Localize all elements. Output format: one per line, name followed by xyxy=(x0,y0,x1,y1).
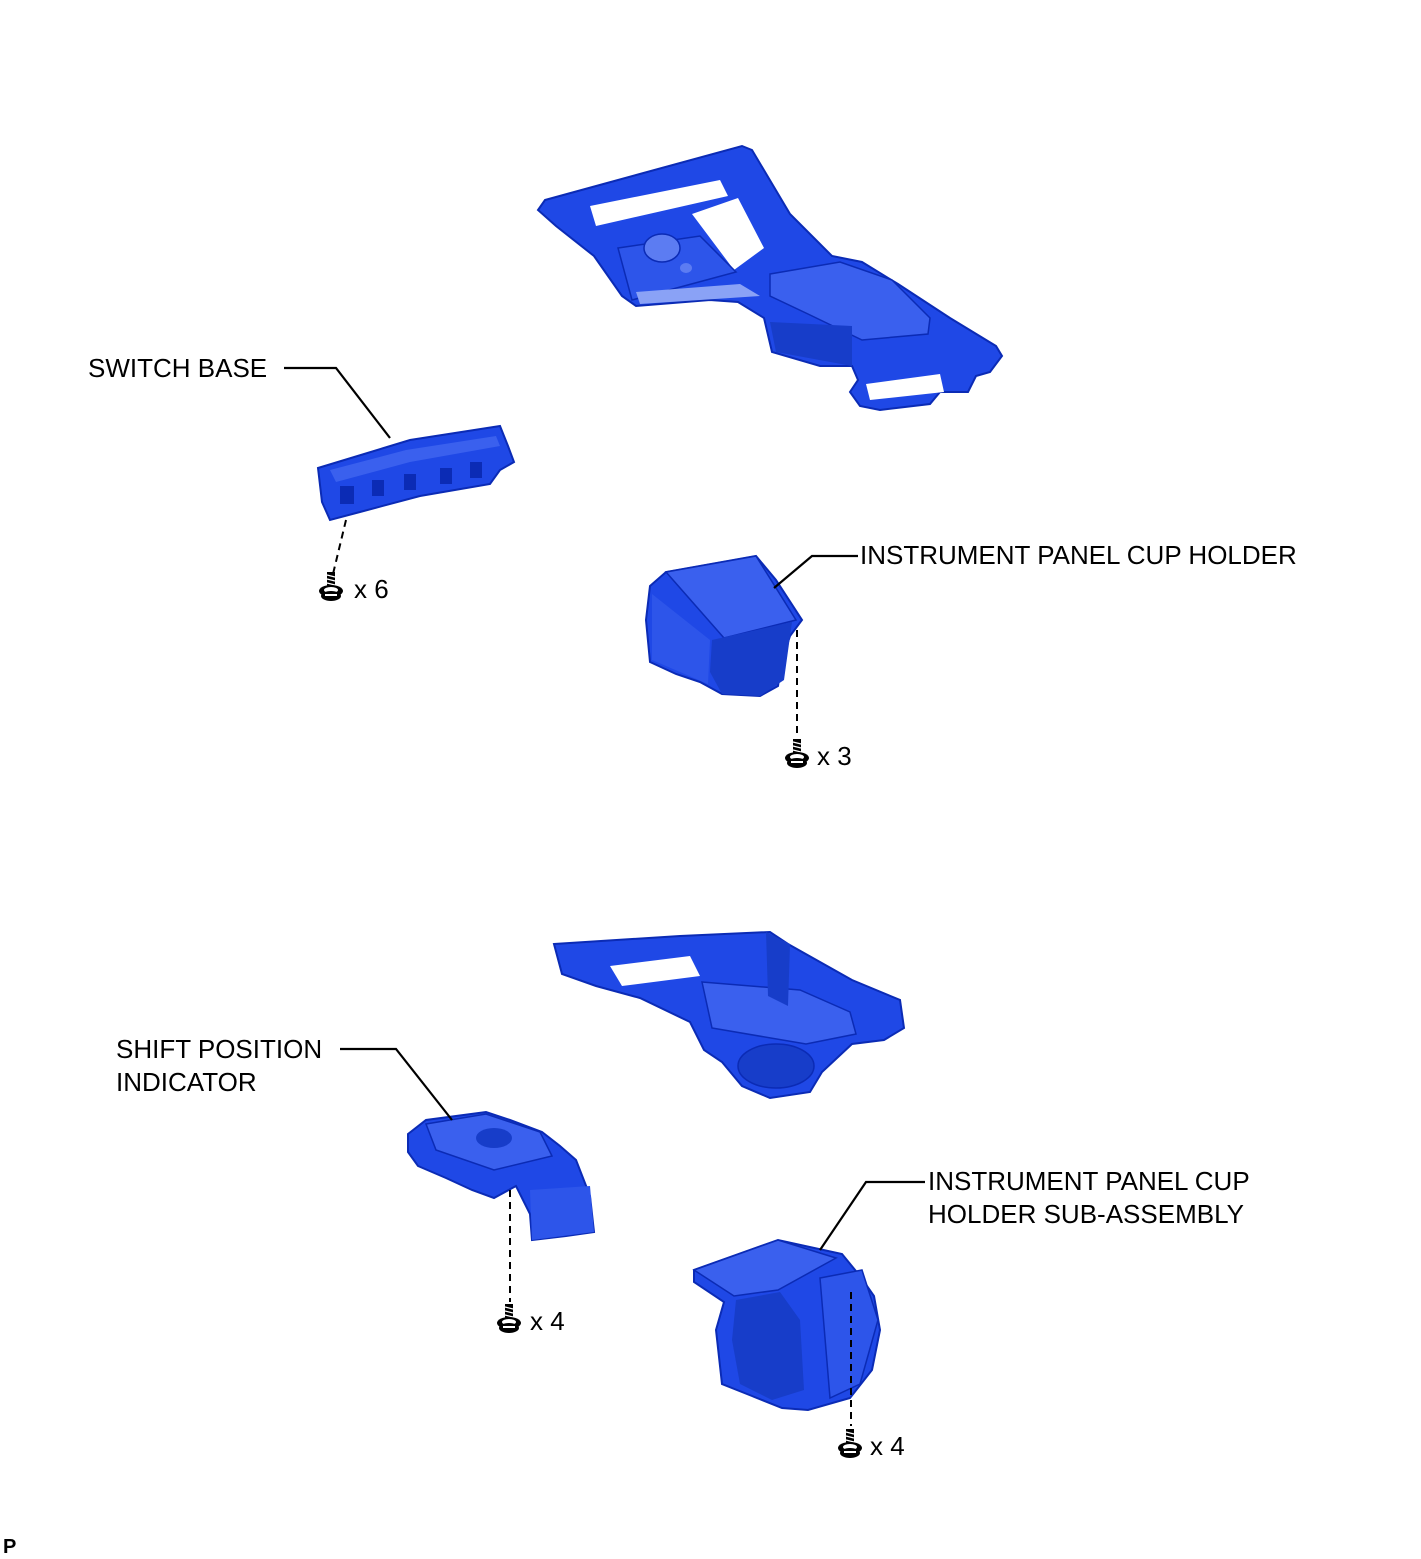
screw-icon xyxy=(837,1428,863,1459)
leader-cup-holder-sub xyxy=(819,1180,925,1251)
cup-holder-sub-label-line1: INSTRUMENT PANEL CUP xyxy=(928,1166,1250,1196)
switch-base-label: SWITCH BASE xyxy=(88,353,268,383)
screw-dash-lines xyxy=(332,519,852,1426)
cup-holder-quantity: x 3 xyxy=(817,741,852,771)
cup-holder-sub-quantity: x 4 xyxy=(870,1431,905,1461)
shift-indicator-label: SHIFT POSITION INDICATOR xyxy=(116,1033,322,1099)
leader-switch-base xyxy=(284,366,391,439)
upper-console-panel xyxy=(536,144,1004,412)
dash-switch-base xyxy=(332,519,347,575)
lower-console-frame xyxy=(552,930,906,1100)
shift-indicator-label-line1: SHIFT POSITION xyxy=(116,1034,323,1064)
leader-lines xyxy=(284,366,925,1251)
screw-icon xyxy=(318,571,344,602)
shift-indicator-quantity: x 4 xyxy=(530,1306,565,1336)
screw-icon xyxy=(496,1303,522,1334)
cup-holder-part xyxy=(644,554,804,698)
leader-shift-indicator xyxy=(340,1047,453,1121)
cup-holder-sub-label: INSTRUMENT PANEL CUP HOLDER SUB-ASSEMBLY xyxy=(928,1165,1250,1231)
shift-indicator-label-line2: INDICATOR xyxy=(116,1067,257,1097)
switch-base-quantity: x 6 xyxy=(354,574,389,604)
cup-holder-sub-assembly-part xyxy=(692,1238,882,1412)
screw-icon xyxy=(784,738,810,769)
corner-mark: P xyxy=(3,1536,17,1558)
shift-indicator-part xyxy=(407,1110,596,1242)
leader-cup-holder xyxy=(773,554,858,589)
switch-base-part xyxy=(316,424,516,522)
cup-holder-sub-label-line2: HOLDER SUB-ASSEMBLY xyxy=(928,1199,1244,1229)
cup-holder-label: INSTRUMENT PANEL CUP HOLDER xyxy=(860,540,1297,570)
